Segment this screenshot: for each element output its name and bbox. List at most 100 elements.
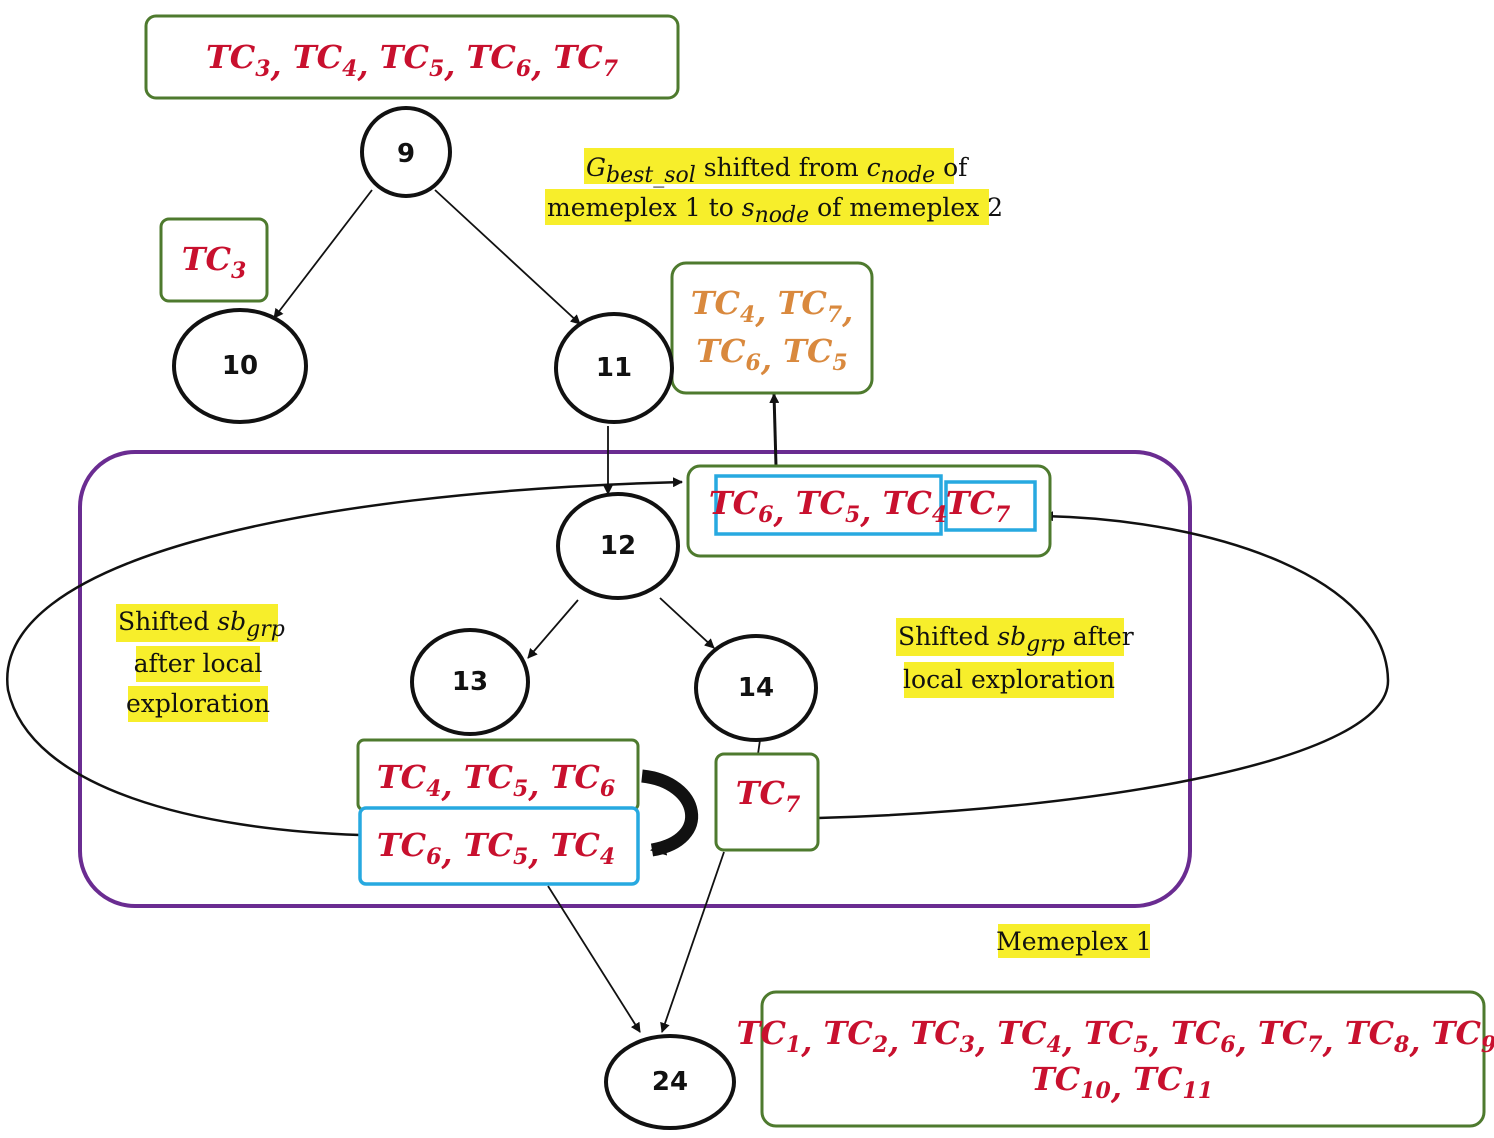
tc-subscript: 5 xyxy=(513,776,528,802)
node-9-label: 9 xyxy=(397,139,415,169)
node-24-label: 24 xyxy=(652,1067,688,1097)
memeplex-group2-box xyxy=(944,480,1037,532)
n13-after-text: TC6, TC5, TC4 xyxy=(377,826,615,872)
tc-subscript: 4 xyxy=(1047,1032,1062,1058)
tc-separator: , xyxy=(859,492,882,530)
node-11: 11 xyxy=(554,312,674,424)
tc-subscript: 9 xyxy=(1481,1032,1494,1058)
tc-subscript: 6 xyxy=(600,776,615,802)
node-9: 9 xyxy=(360,106,452,198)
tc-label: TC xyxy=(709,484,759,522)
tc-subscript: 6 xyxy=(426,844,441,870)
memeplex-1-label-text: Memeplex 1 xyxy=(996,927,1152,956)
tc-separator: , xyxy=(1148,1022,1171,1060)
node-10-label: 10 xyxy=(222,351,258,381)
tc-separator: , xyxy=(1110,1068,1133,1106)
tc-subscript: 4 xyxy=(342,56,357,82)
shifted-orange-line1: TC4, TC7, xyxy=(691,284,854,330)
edge-9-10 xyxy=(273,189,373,319)
shifted-right-note: Shifted sbgrp after local exploration xyxy=(896,618,1134,698)
tc-subscript: 7 xyxy=(995,502,1011,528)
tc-separator: , xyxy=(754,292,777,330)
tc-separator: , xyxy=(1235,1022,1258,1060)
tc-subscript: 11 xyxy=(1182,1078,1213,1104)
node-13: 13 xyxy=(410,628,530,736)
shifted-right-line2: local exploration xyxy=(903,665,1115,694)
tc-label: TC xyxy=(883,484,933,522)
right-loop-edge xyxy=(817,511,1390,820)
tc-separator: , xyxy=(443,46,466,84)
node-14-label: 14 xyxy=(738,673,774,703)
tc-label: TC xyxy=(737,1014,787,1052)
n13-before-text: TC4, TC5, TC6 xyxy=(377,758,615,804)
tc-subscript: 5 xyxy=(429,56,444,82)
shifted-left-line2: after local xyxy=(134,649,263,678)
tc-subscript: 6 xyxy=(516,56,531,82)
tc-label: TC xyxy=(691,284,741,322)
tc-separator: , xyxy=(772,492,795,530)
gbest-note: Gbest_sol shifted from cnode of memeplex… xyxy=(545,148,1003,228)
tc-subscript: 5 xyxy=(513,844,528,870)
tc-subscript: 7 xyxy=(827,302,843,328)
tc-label: TC xyxy=(467,38,517,76)
n14-tc7-text: TC7 xyxy=(736,774,801,818)
edge-12-14 xyxy=(659,597,715,649)
tc-label: TC xyxy=(796,484,846,522)
tc-label: TC xyxy=(824,1014,874,1052)
tc-separator: , xyxy=(270,46,293,84)
tc-label: TC xyxy=(946,484,996,522)
tc-separator: , xyxy=(527,766,550,804)
tc-subscript: 3 xyxy=(231,258,246,284)
tc-separator: , xyxy=(1408,1022,1431,1060)
memeplex-group2-text: TC7 xyxy=(946,484,1011,528)
shifted-orange-line2: TC6, TC5 xyxy=(696,332,847,378)
swap-arrow xyxy=(641,769,699,857)
tc-label: TC xyxy=(783,332,833,370)
tc-separator: , xyxy=(800,1022,823,1060)
tc-subscript: 6 xyxy=(758,502,773,528)
tc-subscript: 4 xyxy=(932,502,947,528)
tc-separator: , xyxy=(1061,1022,1084,1060)
tc-label: TC xyxy=(1031,1060,1081,1098)
tc-label: TC xyxy=(910,1014,960,1052)
node-10: 10 xyxy=(172,308,308,424)
tc-subscript: 3 xyxy=(960,1032,975,1058)
shifted-orange-box xyxy=(670,261,874,395)
tc-label: TC xyxy=(997,1014,1047,1052)
gbest-note-line1: Gbest_sol shifted from cnode of xyxy=(586,153,969,188)
tc-separator: , xyxy=(356,46,379,84)
tc-separator: , xyxy=(440,834,463,872)
tc-separator: , xyxy=(887,1022,910,1060)
node-11-label: 11 xyxy=(596,353,632,383)
memeplex-group1-box xyxy=(714,474,943,536)
shifted-left-note: Shifted sbgrp after local exploration xyxy=(116,604,285,722)
top-tc-text: TC3, TC4, TC5, TC6, TC7 xyxy=(206,38,619,84)
tc-label: TC xyxy=(464,826,514,864)
tc-subscript: 1 xyxy=(786,1032,801,1058)
tc-subscript: 7 xyxy=(785,792,801,818)
tc-separator: , xyxy=(1321,1022,1344,1060)
gbest-note-line2: memeplex 1 to snode of memeplex 2 xyxy=(547,193,1003,228)
top-tc-box xyxy=(144,14,680,100)
tc3-text: TC3 xyxy=(182,240,247,284)
tc-subscript: 5 xyxy=(1133,1032,1148,1058)
edge-12-13 xyxy=(527,599,579,659)
node-12-label: 12 xyxy=(600,531,636,561)
tc-subscript: 4 xyxy=(740,302,755,328)
tc-separator: , xyxy=(440,766,463,804)
edge-13box-24 xyxy=(547,885,641,1033)
tc-label: TC xyxy=(553,38,603,76)
tc-label: TC xyxy=(464,758,514,796)
tc-label: TC xyxy=(182,240,232,278)
tc-label: TC xyxy=(293,38,343,76)
tc-label: TC xyxy=(1084,1014,1134,1052)
tc-label: TC xyxy=(1133,1060,1183,1098)
all-tc-line2: TC10, TC11 xyxy=(1031,1060,1213,1106)
tc-separator: , xyxy=(841,292,853,330)
tc-separator: , xyxy=(530,46,553,84)
tc-subscript: 5 xyxy=(845,502,860,528)
node-13-label: 13 xyxy=(452,667,488,697)
tc-subscript: 7 xyxy=(1307,1032,1323,1058)
tc-subscript: 10 xyxy=(1080,1078,1111,1104)
